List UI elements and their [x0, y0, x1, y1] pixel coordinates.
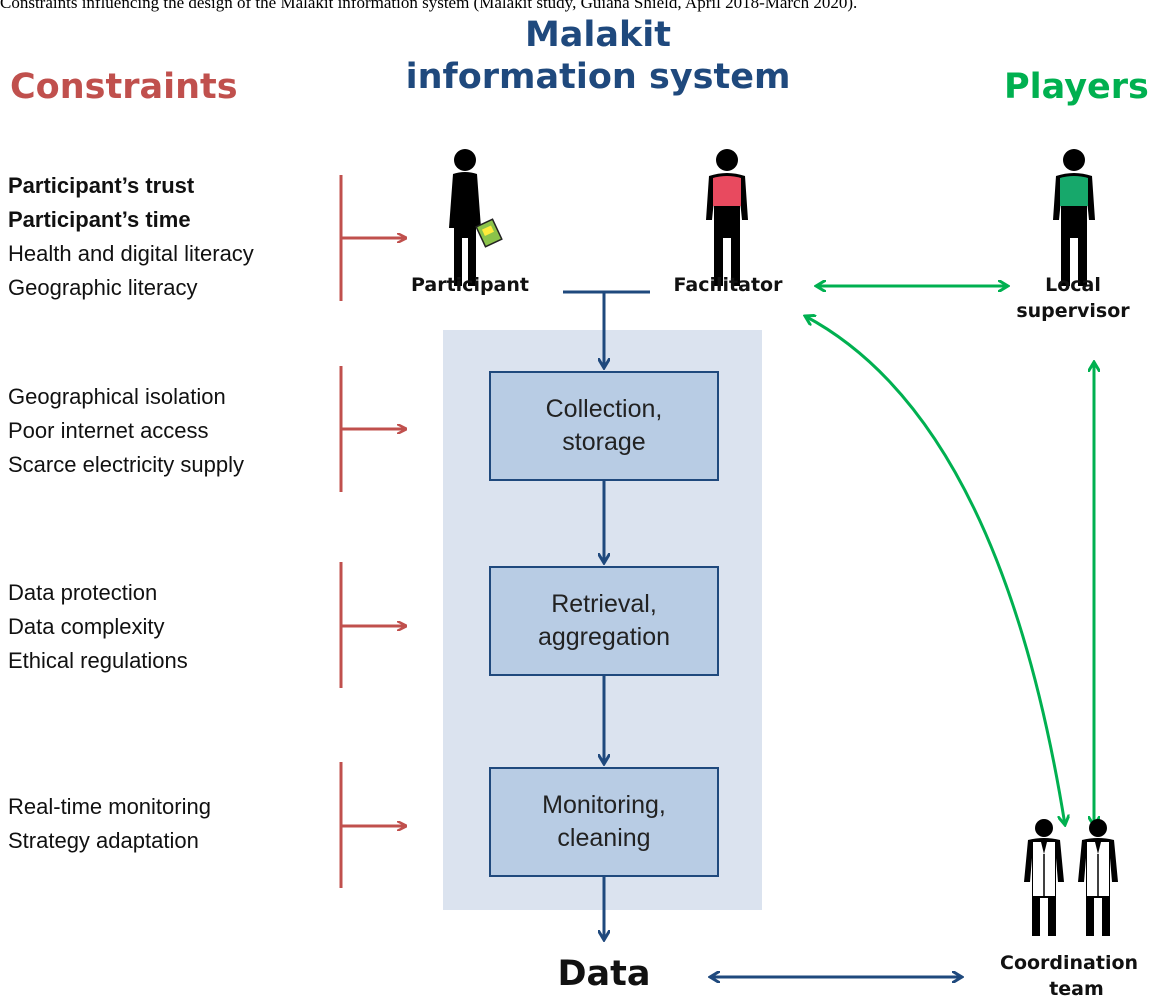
constraint-item: Data complexity [8, 614, 165, 639]
player-interaction-arrows [805, 286, 1094, 826]
process-step-text: Collection, [545, 395, 663, 423]
constraint-item: Ethical regulations [8, 648, 188, 673]
coordination-team-label: Coordination team [1000, 950, 1153, 1002]
process-flow-arrows [563, 290, 962, 977]
constraint-bracket-3 [339, 562, 406, 688]
constraint-item: Participant’s time [8, 207, 191, 232]
local-supervisor-label-line2: supervisor [1016, 300, 1130, 322]
local-supervisor-label: Local supervisor [1010, 272, 1136, 324]
process-step-text: storage [562, 428, 646, 456]
process-step-collection: Collection, storage [489, 371, 719, 481]
participant-icon [449, 149, 503, 286]
data-output-label: Data [557, 954, 651, 994]
local-supervisor-label-line1: Local [1045, 274, 1101, 296]
coordination-team-label-line2: team [1049, 978, 1104, 1000]
constraint-item: Strategy adaptation [8, 828, 199, 853]
constraint-bracket-2 [339, 366, 406, 492]
constraint-item: Poor internet access [8, 418, 209, 443]
coordination-team-label-line1: Coordination [1000, 952, 1139, 974]
constraint-group-user: Participant’s trust Participant’s time H… [8, 169, 254, 305]
figure-caption: Constraints influencing the design of th… [0, 0, 858, 12]
constraint-group-data: Data protection Data complexity Ethical … [8, 576, 188, 678]
constraint-group-context: Geographical isolation Poor internet acc… [8, 380, 244, 482]
players-heading: Players [1004, 67, 1149, 107]
process-step-monitoring: Monitoring, cleaning [489, 767, 719, 877]
system-heading: Malakit information system [388, 14, 808, 98]
constraint-item: Real-time monitoring [8, 794, 211, 819]
process-step-retrieval: Retrieval, aggregation [489, 566, 719, 676]
constraint-bracket-1 [339, 175, 406, 301]
system-heading-line1: Malakit [524, 15, 672, 55]
constraint-item: Geographical isolation [8, 384, 226, 409]
system-heading-line2: information system [405, 57, 791, 97]
constraints-heading: Constraints [10, 67, 238, 107]
process-step-text: Monitoring, [542, 791, 666, 819]
process-step-text: Retrieval, [551, 590, 657, 618]
constraint-bracket-4 [339, 762, 406, 888]
local-supervisor-icon [1053, 149, 1095, 286]
constraint-group-monitoring: Real-time monitoring Strategy adaptation [8, 790, 211, 858]
process-step-text: cleaning [557, 824, 651, 852]
facilitator-icon [706, 149, 748, 286]
constraint-item: Scarce electricity supply [8, 452, 244, 477]
participant-label: Participant [410, 274, 529, 296]
constraint-item: Data protection [8, 580, 158, 605]
constraint-item: Geographic literacy [8, 275, 198, 300]
facilitator-label: Facilitator [673, 274, 783, 296]
constraint-item: Health and digital literacy [8, 241, 254, 266]
constraint-item: Participant’s trust [8, 173, 195, 198]
process-step-text: aggregation [537, 623, 671, 651]
coordination-team-icon [1024, 819, 1118, 936]
